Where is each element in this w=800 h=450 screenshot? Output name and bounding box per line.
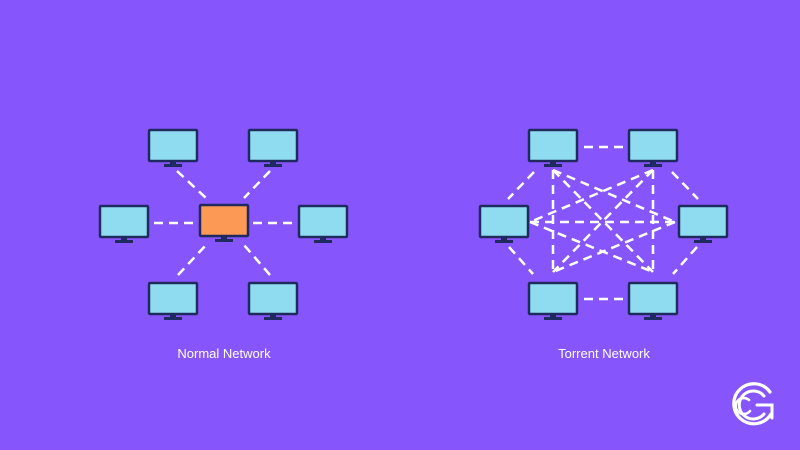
peer-computer-3 bbox=[478, 204, 530, 243]
client-computer-6 bbox=[247, 281, 299, 320]
normal-network-caption: Normal Network bbox=[177, 346, 271, 361]
peer-connection-11 bbox=[552, 169, 654, 273]
peer-connection-5 bbox=[508, 246, 534, 275]
peer-connection-6 bbox=[672, 246, 698, 275]
star-connection-6 bbox=[243, 244, 271, 276]
client-computer-3 bbox=[98, 204, 150, 243]
peer-computer-2 bbox=[627, 128, 679, 167]
client-computer-2 bbox=[247, 128, 299, 167]
peer-computer-1 bbox=[527, 128, 579, 167]
peer-connection-14 bbox=[529, 220, 654, 274]
peer-connection-10 bbox=[552, 169, 654, 273]
normal-network bbox=[98, 128, 349, 320]
star-connection-5 bbox=[177, 244, 207, 276]
normal-network-connections bbox=[154, 170, 294, 276]
peer-computer-6 bbox=[627, 281, 679, 320]
peer-connection-3 bbox=[507, 171, 535, 200]
torrent-network-caption: Torrent Network bbox=[558, 346, 650, 361]
peer-computer-5 bbox=[527, 281, 579, 320]
peer-connection-15 bbox=[552, 220, 676, 274]
client-computer-1 bbox=[147, 128, 199, 167]
peer-connection-12 bbox=[552, 168, 676, 224]
star-connection-1 bbox=[176, 170, 207, 199]
client-computer-4 bbox=[297, 204, 349, 243]
g-logo-icon bbox=[732, 382, 774, 426]
peer-computer-4 bbox=[677, 204, 729, 243]
peer-connection-13 bbox=[529, 168, 654, 224]
central-server-computer bbox=[198, 203, 250, 242]
client-computer-5 bbox=[147, 281, 199, 320]
star-connection-2 bbox=[243, 170, 271, 199]
peer-connection-4 bbox=[671, 171, 699, 200]
torrent-network bbox=[478, 128, 729, 320]
torrent-network-connections bbox=[507, 145, 699, 301]
